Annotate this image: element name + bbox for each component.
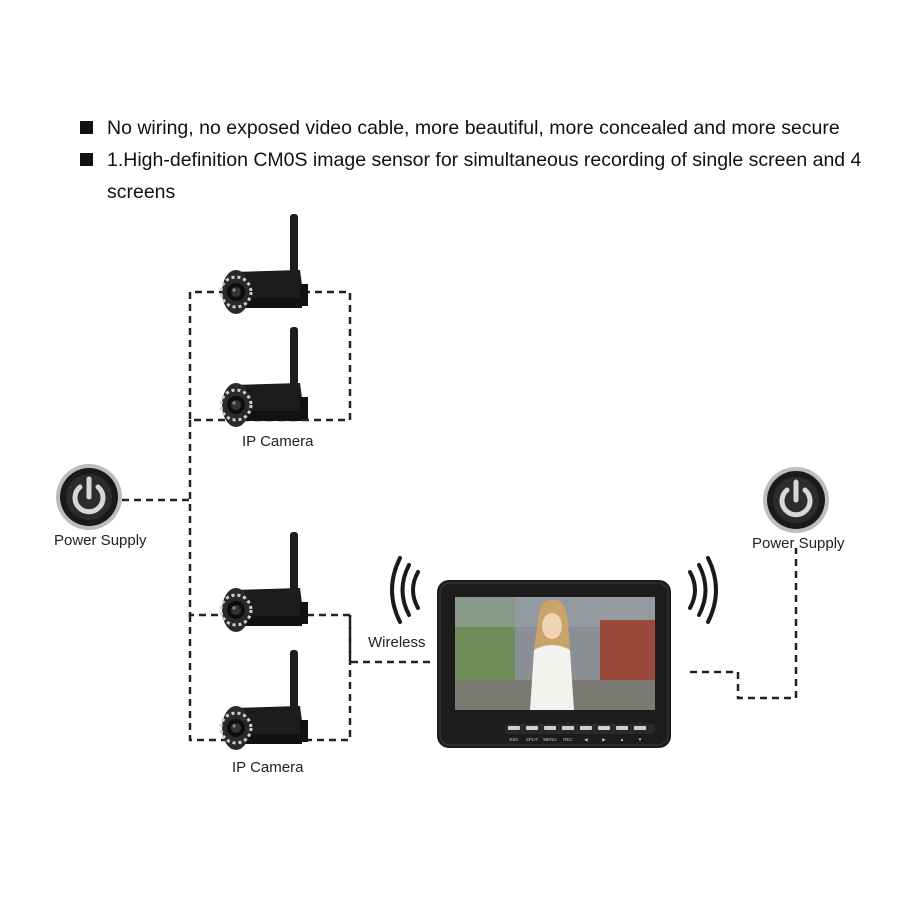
- bullet-square-icon: [80, 121, 93, 134]
- camera-icon: [219, 530, 310, 634]
- power-icon: [763, 467, 829, 533]
- feature-text: 1.High-definition CM0S image sensor for …: [107, 149, 862, 203]
- wireless-signal-icon: [390, 556, 420, 624]
- monitor-button-label: REC: [563, 737, 573, 742]
- feature-text: No wiring, no exposed video cable, more …: [107, 117, 840, 139]
- ip-camera-label: IP Camera: [242, 433, 314, 450]
- power-icon: [56, 464, 122, 530]
- feature-list: No wiring, no exposed video cable, more …: [80, 112, 880, 208]
- monitor-button-label: ◀: [584, 737, 588, 742]
- monitor-button-label: ▲: [620, 737, 624, 742]
- wireless-signal-icon: [688, 556, 718, 624]
- power-supply-label: Power Supply: [54, 532, 147, 549]
- power-supply-label: Power Supply: [752, 535, 845, 552]
- ip-camera-label: IP Camera: [232, 759, 304, 776]
- monitor-button-label: ▼: [638, 737, 642, 742]
- feature-item: 1.High-definition CM0S image sensor for …: [80, 144, 880, 208]
- monitor-button-label: MENU: [543, 737, 556, 742]
- bullet-square-icon: [80, 153, 93, 166]
- monitor-button-label: ESC: [509, 737, 519, 742]
- wireless-label: Wireless: [368, 634, 426, 651]
- feature-item: No wiring, no exposed video cable, more …: [80, 112, 880, 144]
- camera-icon: [219, 648, 310, 752]
- camera-icon: [219, 325, 310, 429]
- monitor-button-label: SPLIT: [526, 737, 539, 742]
- monitor-button-label: ▶: [602, 737, 606, 742]
- camera-icon: [219, 212, 310, 316]
- monitor-icon: ESC SPLIT MENU REC ◀ ▶ ▲ ▼: [437, 580, 671, 748]
